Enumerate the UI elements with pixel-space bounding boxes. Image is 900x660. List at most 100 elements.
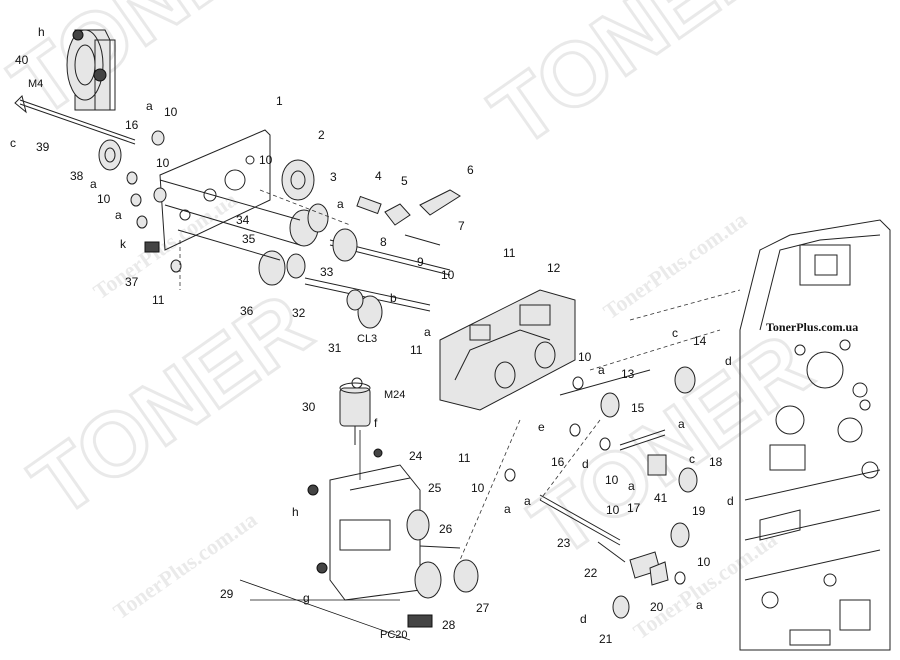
callout-27: 27 bbox=[476, 601, 490, 615]
callout-1: 1 bbox=[276, 94, 283, 108]
callout-m24: M24 bbox=[384, 389, 405, 401]
callout-34: 34 bbox=[236, 213, 250, 227]
callout-labels: h 40 M4 c 39 1 a 10 16 10 10 38 a 10 a k… bbox=[10, 25, 734, 646]
callout-14: 14 bbox=[693, 334, 707, 348]
callout-c: c bbox=[689, 452, 695, 466]
callout-11: 11 bbox=[152, 293, 165, 307]
motor-m4-assembly bbox=[14, 29, 136, 145]
callout-36: 36 bbox=[240, 304, 254, 318]
callout-g: g bbox=[303, 591, 310, 605]
callout-e: e bbox=[538, 420, 545, 434]
right-frame-panel bbox=[739, 219, 891, 651]
callout-29: 29 bbox=[220, 587, 234, 601]
callout-a: a bbox=[90, 177, 97, 191]
callout-a: a bbox=[678, 417, 685, 431]
watermark-brand-3: TONER bbox=[14, 275, 328, 537]
callout-7: 7 bbox=[458, 219, 465, 233]
callout-pc20: PC20 bbox=[380, 629, 408, 641]
callout-10: 10 bbox=[471, 481, 485, 495]
callout-h: h bbox=[292, 505, 299, 519]
callout-d: d bbox=[727, 494, 734, 508]
callout-f: f bbox=[374, 416, 378, 430]
callout-38: 38 bbox=[70, 169, 84, 183]
callout-a: a bbox=[146, 99, 153, 113]
callout-28: 28 bbox=[442, 618, 456, 632]
callout-16: 16 bbox=[551, 455, 565, 469]
callout-26: 26 bbox=[439, 522, 453, 536]
callout-33: 33 bbox=[320, 265, 334, 279]
callout-12: 12 bbox=[547, 261, 561, 275]
callout-10: 10 bbox=[441, 268, 455, 282]
callout-10: 10 bbox=[578, 350, 592, 364]
callout-6: 6 bbox=[467, 163, 474, 177]
callout-b: b bbox=[390, 291, 397, 305]
callout-23: 23 bbox=[557, 536, 571, 550]
callout-h: h bbox=[38, 25, 45, 39]
watermark-site-3: TonerPlus.com.ua bbox=[109, 507, 262, 624]
callout-30: 30 bbox=[302, 400, 316, 414]
watermark-site-2: TonerPlus.com.ua bbox=[599, 207, 752, 324]
reference-lines bbox=[179, 189, 741, 641]
motor-m24-assembly bbox=[307, 377, 479, 628]
callout-41: 41 bbox=[654, 491, 668, 505]
site-stamp: TonerPlus.com.ua bbox=[766, 320, 858, 334]
callout-16: 16 bbox=[125, 118, 139, 132]
callout-3: 3 bbox=[330, 170, 337, 184]
callout-10: 10 bbox=[259, 153, 273, 167]
callout-11: 11 bbox=[503, 246, 516, 260]
callout-d: d bbox=[580, 612, 587, 626]
shafts-middle bbox=[304, 189, 461, 329]
callout-11: 11 bbox=[458, 451, 471, 465]
callout-d: d bbox=[582, 457, 589, 471]
callout-11: 11 bbox=[410, 343, 423, 357]
callout-a: a bbox=[696, 598, 703, 612]
callout-32: 32 bbox=[292, 306, 306, 320]
callout-9: 9 bbox=[417, 255, 424, 269]
callout-8: 8 bbox=[380, 235, 387, 249]
callout-15: 15 bbox=[631, 401, 645, 415]
callout-a: a bbox=[628, 479, 635, 493]
watermark-site-4: TonerPlus.com.ua bbox=[629, 527, 782, 644]
callout-39: 39 bbox=[36, 140, 50, 154]
callout-2: 2 bbox=[318, 128, 325, 142]
callout-a: a bbox=[337, 197, 344, 211]
callout-25: 25 bbox=[428, 481, 442, 495]
callout-5: 5 bbox=[401, 174, 408, 188]
callout-10: 10 bbox=[606, 503, 620, 517]
callout-c: c bbox=[10, 136, 16, 150]
callout-37: 37 bbox=[125, 275, 139, 289]
callout-24: 24 bbox=[409, 449, 423, 463]
callout-4: 4 bbox=[375, 169, 382, 183]
callout-a: a bbox=[424, 325, 431, 339]
callout-10: 10 bbox=[697, 555, 711, 569]
callout-19: 19 bbox=[692, 504, 706, 518]
callout-a: a bbox=[598, 363, 605, 377]
watermark-layer: TONER TONER TONER TONER TonerPlus.com.ua… bbox=[0, 0, 830, 644]
callout-k: k bbox=[120, 237, 127, 251]
callout-40: 40 bbox=[15, 53, 29, 67]
callout-35: 35 bbox=[242, 232, 256, 246]
callout-d: d bbox=[725, 354, 732, 368]
callout-10: 10 bbox=[97, 192, 111, 206]
callout-a: a bbox=[115, 208, 122, 222]
callout-17: 17 bbox=[627, 501, 641, 515]
callout-a: a bbox=[524, 494, 531, 508]
callout-10: 10 bbox=[156, 156, 170, 170]
gear-housing-12 bbox=[439, 289, 576, 411]
callout-m4: M4 bbox=[28, 78, 43, 90]
callout-13: 13 bbox=[621, 367, 635, 381]
callout-22: 22 bbox=[584, 566, 598, 580]
callout-c: c bbox=[672, 326, 678, 340]
frame-plate-1 bbox=[159, 129, 271, 251]
watermark-brand-1: TONER bbox=[0, 0, 308, 136]
right-shafts bbox=[504, 366, 698, 619]
callout-10: 10 bbox=[605, 473, 619, 487]
gears-upper-left bbox=[98, 130, 329, 286]
callout-18: 18 bbox=[709, 455, 723, 469]
callout-31: 31 bbox=[328, 341, 342, 355]
callout-21: 21 bbox=[599, 632, 613, 646]
callout-10: 10 bbox=[164, 105, 178, 119]
watermark-brand-2: TONER bbox=[474, 0, 788, 166]
callout-a: a bbox=[504, 502, 511, 516]
